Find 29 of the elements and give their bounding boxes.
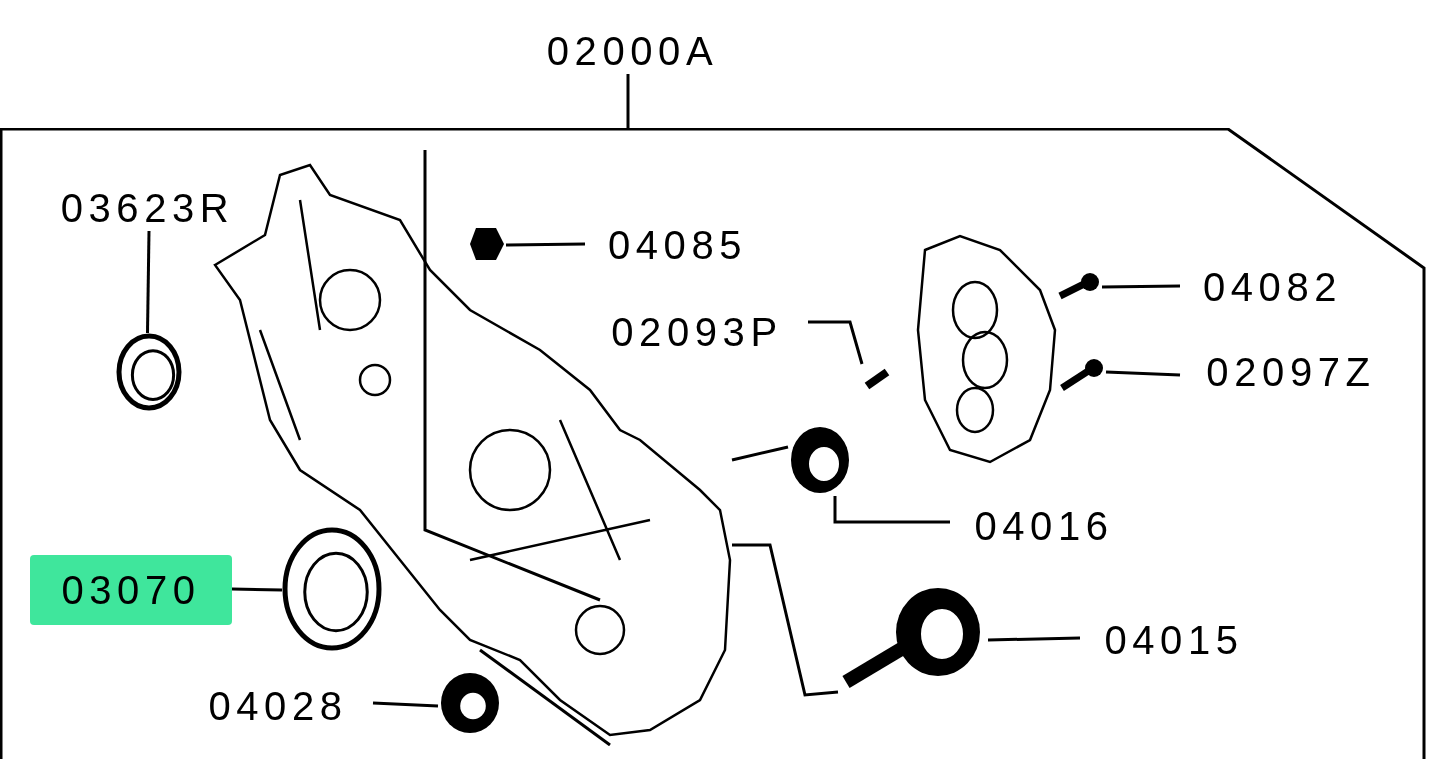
leader-line bbox=[372, 701, 439, 708]
oil-seal-drawing bbox=[282, 527, 382, 651]
gear-drawing bbox=[788, 424, 852, 496]
leader-line bbox=[808, 320, 864, 365]
callout-number: 03623R bbox=[35, 185, 260, 231]
callout-number: 04028 bbox=[183, 682, 373, 730]
callout-number: 03070 bbox=[30, 555, 232, 625]
leader-line bbox=[626, 74, 630, 128]
leader-line bbox=[732, 543, 839, 697]
plug-drawing bbox=[438, 670, 502, 736]
leader-line bbox=[833, 496, 950, 524]
leader-line bbox=[1105, 370, 1181, 377]
callout-number: 04085 bbox=[585, 220, 770, 270]
callout-number: 04016 bbox=[950, 502, 1138, 550]
screw-drawing bbox=[1056, 270, 1102, 302]
assembly-frame bbox=[0, 128, 1428, 759]
leader-line bbox=[505, 242, 586, 247]
callout-number: 04082 bbox=[1180, 262, 1365, 312]
oil-seal-drawing bbox=[116, 333, 182, 411]
callout-number: 02093P bbox=[586, 308, 808, 356]
callout-number: 02097Z bbox=[1180, 348, 1402, 396]
callout-number: 04015 bbox=[1080, 615, 1268, 665]
leader-line bbox=[987, 636, 1081, 642]
leader-line bbox=[731, 445, 789, 462]
leader-line bbox=[1101, 284, 1181, 289]
leader-line bbox=[146, 230, 151, 334]
callout-number: 02000A bbox=[520, 28, 745, 74]
screw-drawing bbox=[1058, 356, 1106, 394]
leader-line bbox=[231, 587, 283, 592]
